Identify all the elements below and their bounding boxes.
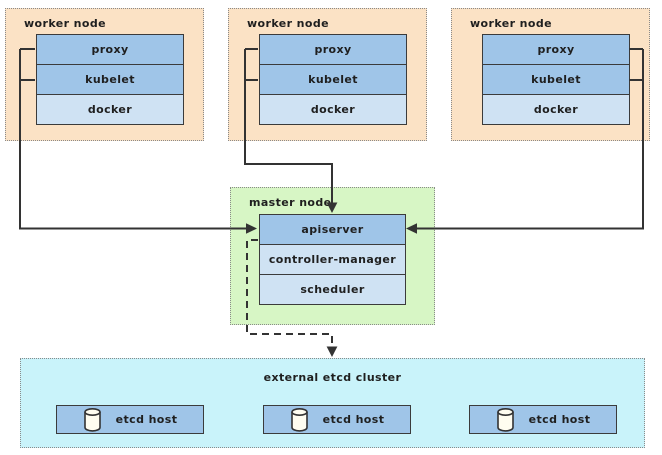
worker-node-3: worker node proxy kubelet docker xyxy=(451,8,650,141)
worker-node-1: worker node proxy kubelet docker xyxy=(5,8,204,141)
component-proxy: proxy xyxy=(36,34,184,65)
etcd-host-label: etcd host xyxy=(528,413,591,426)
master-node: master node apiserver controller-manager… xyxy=(230,187,435,325)
worker-node-3-components: proxy kubelet docker xyxy=(482,34,630,125)
worker-node-1-title: worker node xyxy=(24,17,107,30)
component-kubelet: kubelet xyxy=(482,64,630,95)
master-node-components: apiserver controller-manager scheduler xyxy=(259,214,406,305)
component-proxy: proxy xyxy=(482,34,630,65)
etcd-host-1: etcd host xyxy=(56,405,204,434)
component-proxy: proxy xyxy=(259,34,407,65)
etcd-cluster: external etcd cluster etcd host etcd hos… xyxy=(20,358,645,448)
component-docker: docker xyxy=(36,94,184,125)
component-kubelet: kubelet xyxy=(36,64,184,95)
etcd-host-label: etcd host xyxy=(322,413,385,426)
worker-node-3-title: worker node xyxy=(470,17,553,30)
component-kubelet: kubelet xyxy=(259,64,407,95)
component-docker: docker xyxy=(482,94,630,125)
component-scheduler: scheduler xyxy=(259,274,406,305)
database-icon xyxy=(83,407,101,432)
worker-node-1-components: proxy kubelet docker xyxy=(36,34,184,125)
etcd-host-label: etcd host xyxy=(115,413,178,426)
component-controller-manager: controller-manager xyxy=(259,244,406,275)
etcd-host-2: etcd host xyxy=(263,405,411,434)
database-icon xyxy=(290,407,308,432)
etcd-cluster-title: external etcd cluster xyxy=(263,371,402,384)
master-node-title: master node xyxy=(249,196,332,209)
worker-node-2: worker node proxy kubelet docker xyxy=(228,8,427,141)
component-apiserver: apiserver xyxy=(259,214,406,245)
component-docker: docker xyxy=(259,94,407,125)
worker-node-2-title: worker node xyxy=(247,17,330,30)
etcd-host-3: etcd host xyxy=(469,405,617,434)
worker-node-2-components: proxy kubelet docker xyxy=(259,34,407,125)
database-icon xyxy=(496,407,514,432)
